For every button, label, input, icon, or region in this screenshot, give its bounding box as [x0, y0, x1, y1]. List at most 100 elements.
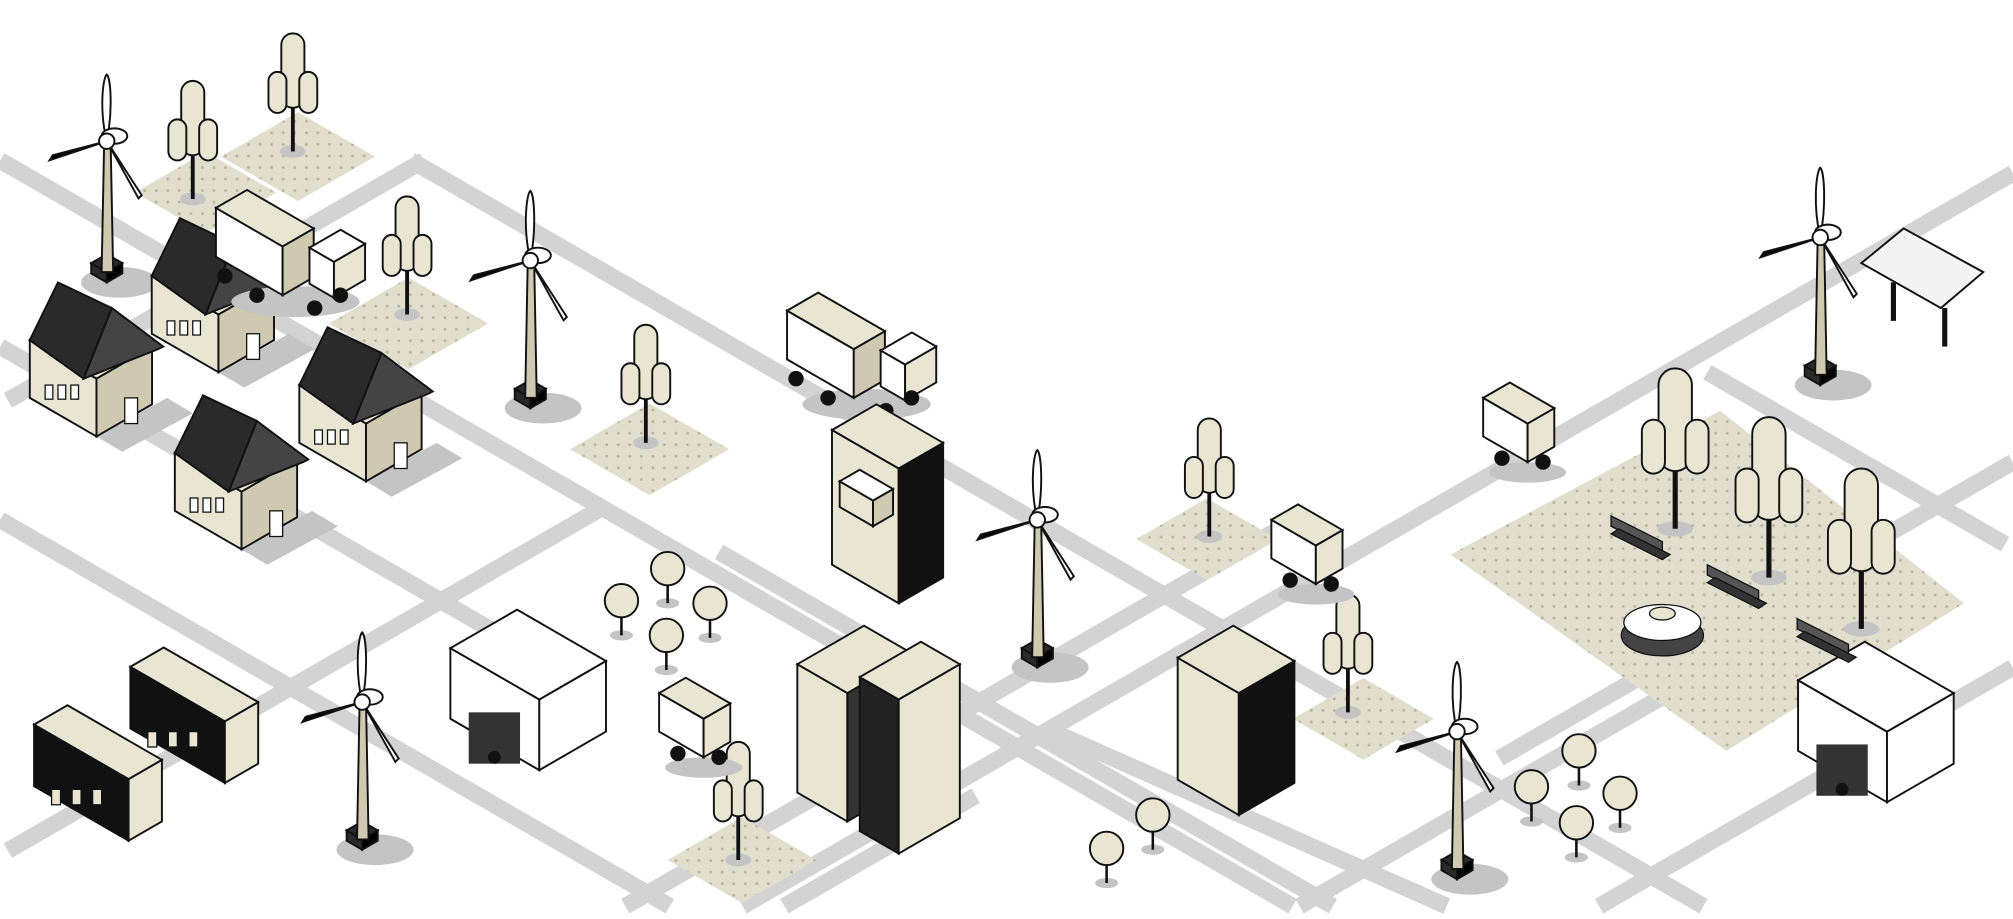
tree-canopy — [692, 585, 728, 621]
tree-canopy — [1183, 455, 1204, 499]
dark-building — [32, 704, 164, 843]
window — [192, 320, 202, 336]
tree-canopy — [712, 779, 733, 823]
round-tree — [648, 617, 685, 676]
window — [167, 730, 178, 748]
tree-canopy — [1778, 467, 1804, 524]
tree-canopy — [1751, 416, 1787, 521]
tree-canopy — [1657, 367, 1693, 473]
window — [215, 497, 225, 513]
turbine-blade — [105, 140, 143, 200]
tree-canopy — [1602, 775, 1638, 811]
turbine-tower — [524, 259, 538, 399]
turbine-blade — [468, 259, 531, 283]
house — [172, 394, 338, 565]
turbine-blade — [1395, 730, 1458, 754]
bench-seat — [1795, 630, 1858, 664]
window — [57, 384, 67, 400]
door — [393, 442, 408, 470]
turbine-blade — [1451, 660, 1462, 732]
house-roof — [81, 306, 166, 381]
window — [44, 384, 54, 400]
tree-canopy — [743, 779, 764, 823]
wind-turbine — [1758, 166, 1872, 401]
round-tree — [1602, 775, 1638, 834]
tree-canopy — [381, 233, 402, 277]
window — [71, 788, 82, 806]
wheel — [306, 300, 323, 316]
wheel — [1494, 450, 1510, 466]
turbine-blade — [361, 701, 400, 764]
tree-canopy — [1561, 733, 1597, 769]
wheel — [788, 370, 804, 387]
tree — [1734, 416, 1804, 586]
tree-canopy — [1558, 805, 1595, 841]
office-building — [830, 403, 946, 605]
round-tree — [1558, 805, 1595, 863]
wind-turbine — [300, 631, 414, 866]
round-tree — [1135, 797, 1171, 855]
house-roof — [351, 351, 435, 426]
round-tree — [692, 585, 728, 644]
bench — [1609, 514, 1672, 561]
van — [657, 676, 743, 778]
wheel — [1835, 782, 1849, 796]
shadow — [366, 442, 463, 497]
tree-canopy — [1843, 467, 1879, 573]
turbine-tower — [356, 701, 370, 841]
city-objects — [27, 32, 1985, 895]
window — [91, 788, 103, 806]
box-top-face — [857, 640, 962, 701]
plaza — [570, 403, 730, 496]
tree-canopy — [198, 118, 219, 162]
shadow — [241, 510, 338, 565]
wheel — [1282, 572, 1298, 588]
box-right-face — [897, 441, 945, 605]
tree-canopy — [267, 70, 288, 114]
round-tree — [1513, 769, 1550, 827]
tree-canopy — [1135, 797, 1171, 833]
wheel — [217, 268, 233, 284]
wheel — [711, 749, 727, 765]
wheel — [670, 745, 686, 762]
window — [70, 384, 80, 400]
window — [339, 429, 349, 445]
turbine-hub — [98, 132, 116, 150]
turbine-tower — [1031, 518, 1045, 659]
tree-canopy — [1826, 518, 1853, 575]
box-top-face — [1269, 503, 1345, 547]
tree-canopy — [1353, 631, 1374, 675]
tree — [167, 79, 219, 206]
office-building — [795, 624, 962, 856]
shadow — [218, 333, 315, 388]
window — [188, 730, 199, 748]
window — [189, 497, 199, 513]
wheel — [249, 287, 265, 303]
tree — [1640, 367, 1710, 537]
road — [714, 544, 1338, 914]
tree-canopy — [651, 362, 672, 406]
box-top-face — [878, 331, 939, 366]
tree-canopy — [1214, 455, 1235, 499]
ev-charging-garage — [1796, 640, 1956, 804]
tree-canopy — [412, 233, 433, 277]
wind-turbine — [975, 448, 1089, 683]
turbine-blade — [356, 631, 368, 703]
box-top-face — [128, 646, 261, 723]
turbine-tower — [1450, 730, 1465, 870]
tree-canopy — [1870, 518, 1896, 575]
turbine-hub — [1448, 722, 1466, 741]
dark-building — [128, 646, 261, 785]
tree-canopy — [167, 118, 188, 162]
turbine-hub — [521, 251, 539, 270]
turbine-blade — [1031, 448, 1043, 521]
bench-seat — [1706, 576, 1768, 610]
box-top-face — [307, 228, 367, 263]
turbine-tower — [1814, 236, 1828, 376]
tree — [620, 323, 672, 450]
door — [124, 397, 139, 425]
panel-surface — [1859, 227, 1985, 310]
bench — [1706, 563, 1768, 610]
round-tree — [1561, 733, 1597, 791]
box-top-face — [448, 608, 608, 701]
